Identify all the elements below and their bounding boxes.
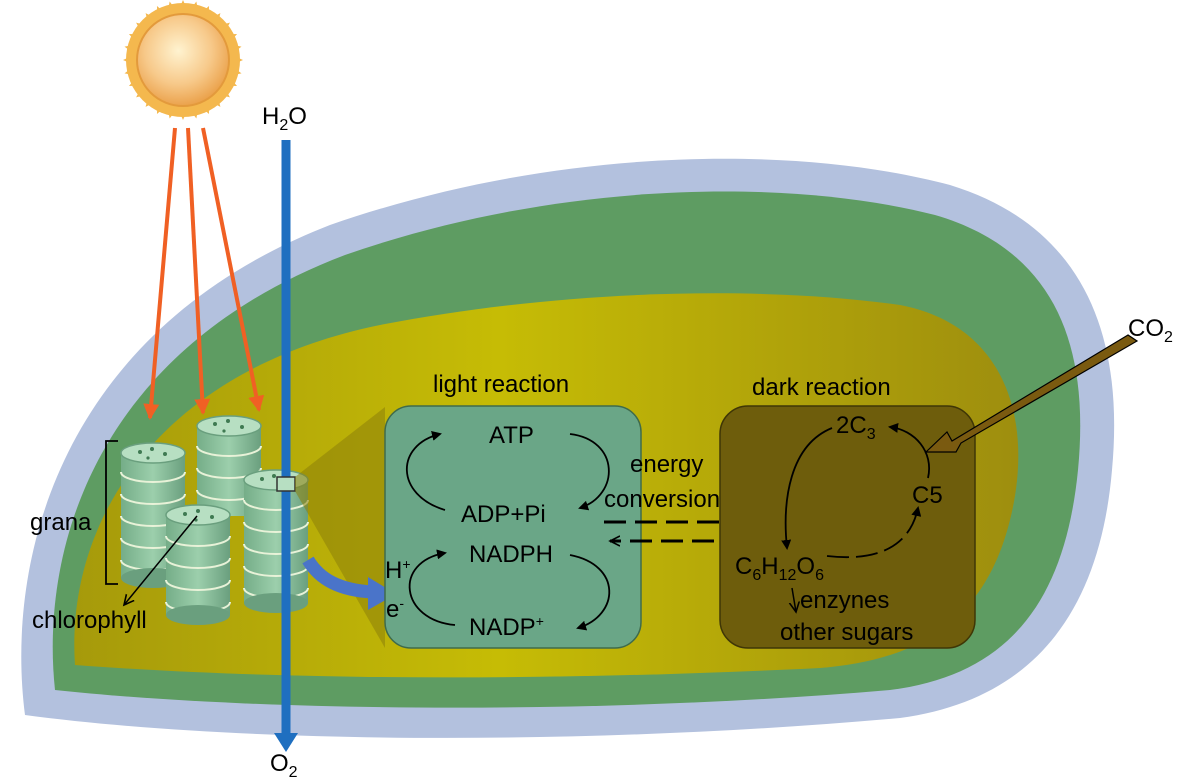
nadp-label: NADP+ (469, 613, 544, 641)
sun-ray-spike (136, 87, 147, 98)
chlorophyll-label: chlorophyll (32, 607, 147, 634)
glucose-label: C6H12O6 (735, 553, 824, 584)
light-ray-2 (186, 127, 211, 415)
nadph-cycle-arrow-right (569, 554, 611, 631)
dark-reaction-box (719, 405, 976, 649)
sun-ray-spike (145, 13, 156, 24)
glucose-to-sugars-arrow (792, 587, 796, 612)
sun-ray-spike (124, 44, 136, 54)
co2-label: CO2 (1128, 315, 1173, 346)
proton-label: H+ (385, 556, 411, 584)
co2-inflow-arrow (924, 334, 1139, 453)
granum-stack-right (243, 469, 309, 613)
energy-conversion-line2: conversion (604, 486, 720, 513)
atp-cycle-arrow-left (406, 431, 446, 511)
water-label: H2O (262, 103, 307, 134)
sun-ray-spike (189, 107, 199, 119)
grana-label: grana (30, 509, 92, 536)
sun-ray-spike (156, 5, 166, 18)
enzymes-label: enzynes (800, 587, 889, 614)
atp-label: ATP (489, 422, 534, 449)
sun-ray-spike (128, 77, 141, 87)
electron-flow-arrow (302, 556, 373, 599)
adp-label: ADP+Pi (461, 501, 546, 528)
sun-ray-spike (210, 96, 221, 107)
oxygen-arrowhead (274, 733, 298, 752)
granum-stack-front (165, 504, 231, 625)
sun-ray-spike (210, 13, 221, 24)
sun-ray-spike (225, 33, 238, 43)
light-reaction-box (384, 405, 642, 649)
sun-ray-spike (136, 22, 147, 33)
nadph-cycle-arrow-left (408, 549, 456, 626)
granum-stack-back (196, 415, 262, 516)
light-ray-1 (143, 127, 177, 420)
c5-label: C5 (912, 482, 943, 509)
chlorophyll-pointer (124, 515, 198, 605)
sun-ray-spike (123, 55, 134, 65)
sun-ray-spike (167, 107, 177, 119)
electron-label: e- (386, 595, 404, 623)
oxygen-label: O2 (270, 750, 298, 779)
sun-ray-spike (128, 33, 141, 43)
sun-ray-spike (219, 22, 230, 33)
sun-ray-spike (124, 66, 136, 76)
light-reaction-title: light reaction (433, 371, 569, 398)
calvin-arrow-glucose-to-c5 (826, 506, 922, 558)
sun-ray-spike (167, 1, 177, 13)
sun-ray-spike (156, 102, 166, 115)
c3-label: 2C3 (836, 412, 876, 443)
sun-ray-spike (200, 5, 210, 18)
dark-reaction-title: dark reaction (752, 374, 891, 401)
grana-bracket (105, 440, 118, 585)
calvin-arrow-c5-to-c3 (888, 422, 930, 479)
zoom-marker (276, 476, 296, 492)
sun-ray-spike (230, 44, 242, 54)
sun-ray-spike (178, 0, 188, 11)
sun-ray-spike (230, 66, 242, 76)
sun-ray-spike (219, 87, 230, 98)
sun-ray-spike (189, 1, 199, 13)
other-sugars-label: other sugars (780, 619, 913, 646)
calvin-arrow-c3-to-glucose (781, 427, 833, 550)
light-ray-3 (201, 127, 265, 412)
chlorophyll-dots (138, 419, 291, 522)
sun-ray-spike (178, 109, 188, 120)
sun-ray-spike (232, 55, 243, 65)
sun-ray-spike (145, 96, 156, 107)
sun-ray-spike (200, 102, 210, 115)
energy-conversion-line1: energy (630, 451, 703, 478)
atp-cycle-arrow-right (569, 433, 610, 511)
nadph-label: NADPH (469, 541, 553, 568)
sun-icon (123, 0, 243, 120)
sun-ray-spike (225, 77, 238, 87)
